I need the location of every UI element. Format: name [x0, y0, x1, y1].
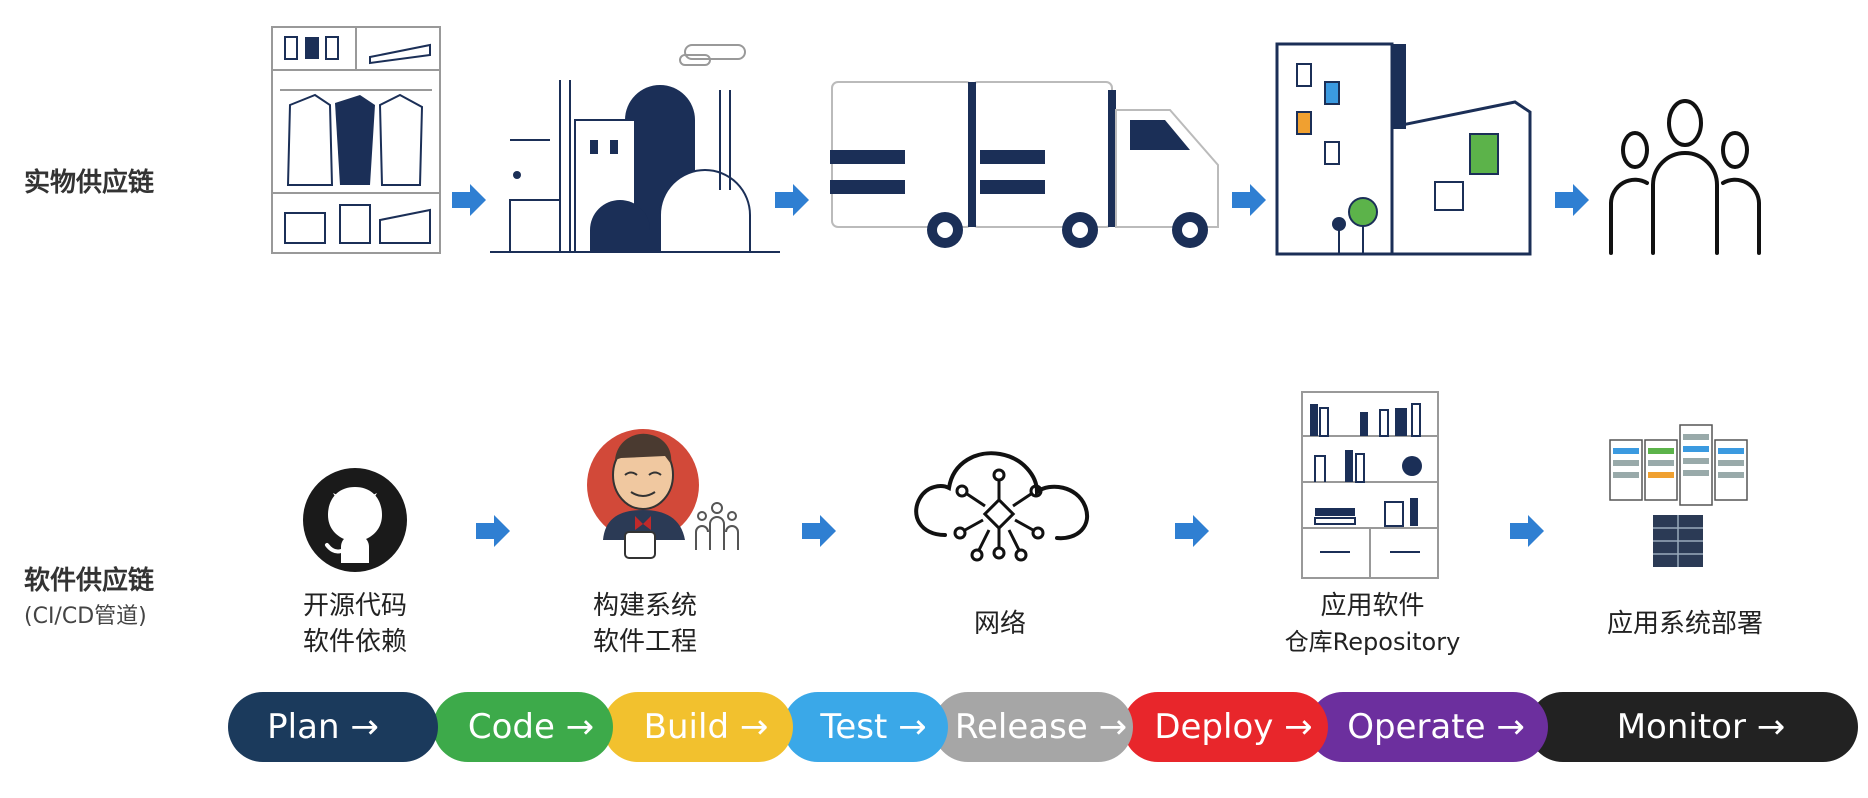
pipeline-stage-label: Monitor → [1617, 707, 1786, 747]
pipeline-stage-label: Release → [955, 707, 1127, 747]
pipeline-stage-test: Test → [783, 692, 948, 762]
wardrobe-icon [271, 26, 441, 254]
build-caption-line2: 软件工程 [592, 627, 697, 657]
deployment-caption: 应用系统部署 [1606, 609, 1763, 639]
pipeline-stage-label: Plan → [267, 707, 379, 747]
cicd-pipeline-sublabel: (CI/CD管道) [24, 604, 147, 629]
repository-caption: 应用软件 仓库Repository [1265, 588, 1480, 660]
pipeline-stage-deploy: Deploy → [1123, 692, 1328, 762]
flow-arrow-icon [775, 184, 809, 216]
flow-arrow-icon [1175, 515, 1209, 547]
pipeline-stage-pill [783, 692, 948, 762]
jenkins-icon [587, 429, 739, 559]
pipeline-stage-label: Operate → [1347, 707, 1525, 747]
repository-shelf-icon [1301, 391, 1439, 579]
pipeline-stage-pill [1528, 692, 1858, 762]
build-caption-line1: 构建系统 [592, 591, 697, 621]
pipeline-stage-pill [603, 692, 793, 762]
pipeline-stage-plan: Plan → [228, 692, 438, 762]
open-source-caption: 开源代码 软件依赖 [270, 588, 440, 660]
pipeline-stage-label: Build → [644, 707, 769, 747]
pipeline-stage-pill [1308, 692, 1548, 762]
physical-supply-chain-label: 实物供应链 [24, 168, 155, 198]
flow-arrow-icon [1232, 184, 1266, 216]
pipeline-stage-pill [1123, 692, 1328, 762]
repository-caption-line1: 应用软件 [1320, 591, 1425, 621]
github-icon [303, 468, 407, 572]
pipeline-stage-build: Build → [603, 692, 793, 762]
repository-caption-line2: 仓库Repository [1284, 628, 1461, 656]
pipeline-stage-pill [433, 692, 613, 762]
flow-arrow-icon [476, 515, 510, 547]
people-icon [1609, 99, 1761, 255]
flow-arrow-icon [1555, 184, 1589, 216]
pipeline-stage-label: Test → [819, 707, 926, 747]
store-building-icon [1275, 42, 1532, 256]
pipeline-stage-label: Code → [468, 707, 594, 747]
open-source-caption-line2: 软件依赖 [302, 627, 407, 657]
pipeline-stage-pill [933, 692, 1133, 762]
cloud-network-icon [914, 451, 1089, 562]
pipeline-stage-pill [228, 692, 438, 762]
truck-icon [830, 81, 1219, 248]
pipeline-stage-operate: Operate → [1308, 692, 1548, 762]
build-system-caption: 构建系统 软件工程 [560, 588, 730, 660]
flow-arrow-icon [452, 184, 486, 216]
pipeline-stage-monitor: Monitor → [1528, 692, 1858, 762]
pipeline-stage-release: Release → [933, 692, 1133, 762]
software-supply-chain-label: 软件供应链 [24, 566, 155, 596]
devops-pipeline-bar: Monitor → Operate → Deploy → Release → Test … [228, 692, 1858, 762]
flow-arrow-icon [1510, 515, 1544, 547]
open-source-caption-line1: 开源代码 [302, 591, 407, 621]
pipeline-stage-label: Deploy → [1154, 707, 1312, 747]
network-caption: 网络 [973, 609, 1026, 639]
flow-arrow-icon [802, 515, 836, 547]
pipeline-stage-code: Code → [433, 692, 613, 762]
server-rack-icon [1609, 424, 1748, 567]
factory-icon [490, 44, 780, 253]
